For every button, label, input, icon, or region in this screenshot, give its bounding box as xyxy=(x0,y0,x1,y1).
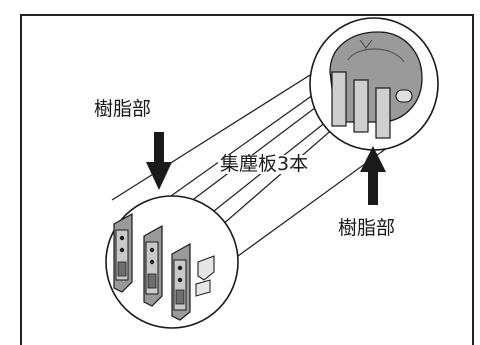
arrow-up-icon xyxy=(360,146,386,205)
diagram-frame xyxy=(20,14,474,345)
top-right-detail-circle xyxy=(309,17,439,151)
resin-part-label-bottom: 樹脂部 xyxy=(338,217,396,239)
collector-plates-label: 集塵板3本 xyxy=(218,153,311,175)
bottom-left-detail-circle xyxy=(105,195,239,329)
arrow-down-icon xyxy=(146,132,172,190)
resin-part-label-top: 樹脂部 xyxy=(94,98,152,120)
